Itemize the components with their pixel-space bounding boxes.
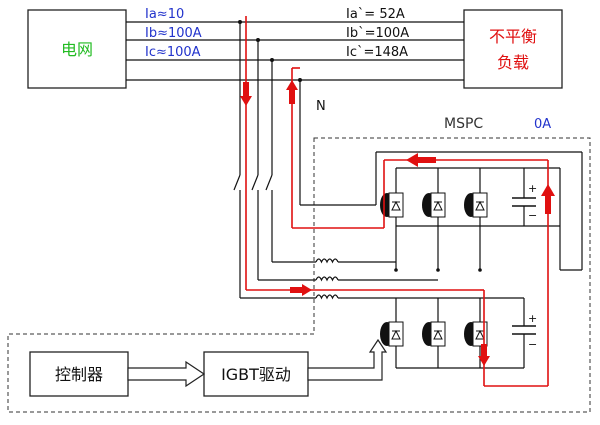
upper-bridge-bus: [395, 167, 561, 270]
mspc-label: MSPC: [444, 116, 483, 132]
lower-bridge-bus: [395, 297, 525, 369]
mspc-current: 0A: [534, 117, 551, 132]
upper-capacitor: [512, 197, 536, 207]
lower-igbt-1: [380, 321, 404, 347]
upper-igbt-2: [422, 192, 446, 218]
driver-to-igbt-arrow: [307, 338, 388, 381]
source-current-c: Ic≈100A: [145, 45, 201, 60]
load-current-b: Ib`=100A: [346, 26, 409, 41]
upper-igbt-3: [464, 192, 488, 218]
controller-label: 控制器: [55, 365, 103, 384]
mspc-boundary: [7, 137, 591, 413]
source-current-a: Ia≈10: [145, 7, 184, 22]
load-current-c: Ic`=148A: [346, 45, 408, 60]
lower-cap-minus: −: [528, 338, 537, 351]
upper-cap-minus: −: [528, 209, 537, 222]
neutral-label: N: [316, 99, 326, 114]
neutral-wiring: [300, 151, 583, 271]
lower-cap-plus: +: [528, 312, 537, 325]
phase-lines: [126, 21, 464, 81]
lower-capacitor: [512, 325, 536, 335]
driver-label: IGBT驱动: [221, 365, 291, 384]
load-label-line1: 不平衡: [489, 27, 537, 46]
phase-to-bridge-wiring: [240, 261, 480, 299]
inductors: [315, 258, 339, 300]
vertical-drops: [233, 22, 301, 298]
load-box: [463, 9, 563, 89]
controller-to-driver-arrow: [127, 360, 206, 388]
source-current-b: Ib≈100A: [145, 26, 202, 41]
lower-igbt-2: [422, 321, 446, 347]
grid-label: 电网: [61, 40, 93, 59]
grid-box: [27, 9, 127, 89]
upper-cap-plus: +: [528, 182, 537, 195]
load-current-a: Ia`= 52A: [346, 7, 405, 22]
current-arrows: [240, 80, 555, 366]
load-label-line2: 负载: [497, 53, 529, 72]
